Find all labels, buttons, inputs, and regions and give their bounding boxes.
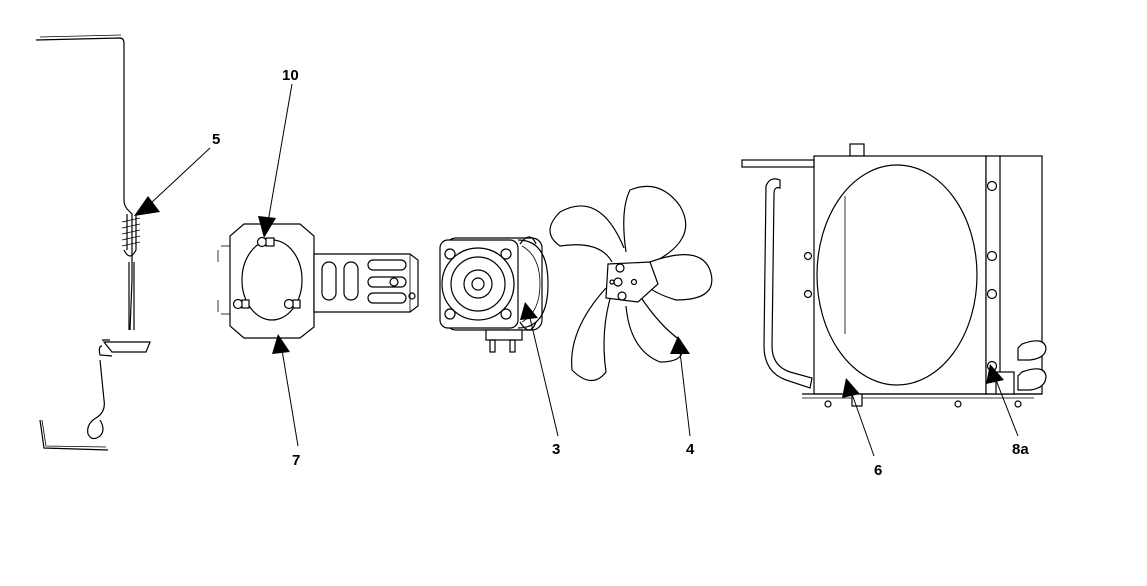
part-3-fan-motor [439, 236, 549, 353]
part-6-condenser [741, 143, 1047, 408]
callout-4: 4 [686, 441, 695, 458]
callout-7: 7 [292, 452, 300, 469]
leader-lines [134, 83, 1019, 457]
part-7-mounting-bracket [217, 223, 419, 339]
callout-8a: 8a [1012, 441, 1029, 458]
callout-5: 5 [212, 131, 220, 148]
callout-10: 10 [282, 67, 299, 84]
part-4-fan-blade [549, 185, 713, 382]
part-5-capillary-tube [35, 34, 151, 451]
callout-6: 6 [874, 462, 882, 479]
callout-3: 3 [552, 441, 560, 458]
part-10-screw [256, 236, 275, 248]
